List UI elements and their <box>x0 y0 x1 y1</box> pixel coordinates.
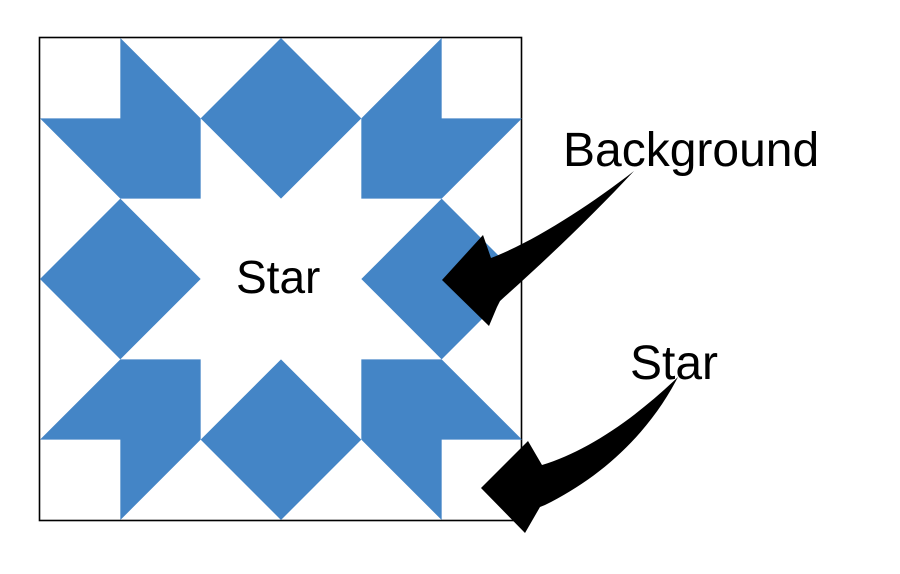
star-point-diamond-top <box>200 38 362 199</box>
background-callout-arrow <box>442 171 634 326</box>
ribbon-arrow-top-left <box>40 38 201 199</box>
background-callout-label: Background <box>563 124 820 177</box>
ribbon-arrow-top-right <box>361 38 522 199</box>
ribbon-arrow-bottom-right <box>361 359 522 520</box>
ribbon-arrow-bottom-left <box>40 359 201 520</box>
star-point-diamond-bottom <box>200 359 362 520</box>
block-center-label: Star <box>236 251 321 303</box>
star-callout-label: Star <box>630 337 719 390</box>
star-callout-arrow <box>481 377 678 533</box>
star-point-diamond-left <box>40 198 201 360</box>
quilt-block-pieces <box>40 38 522 520</box>
